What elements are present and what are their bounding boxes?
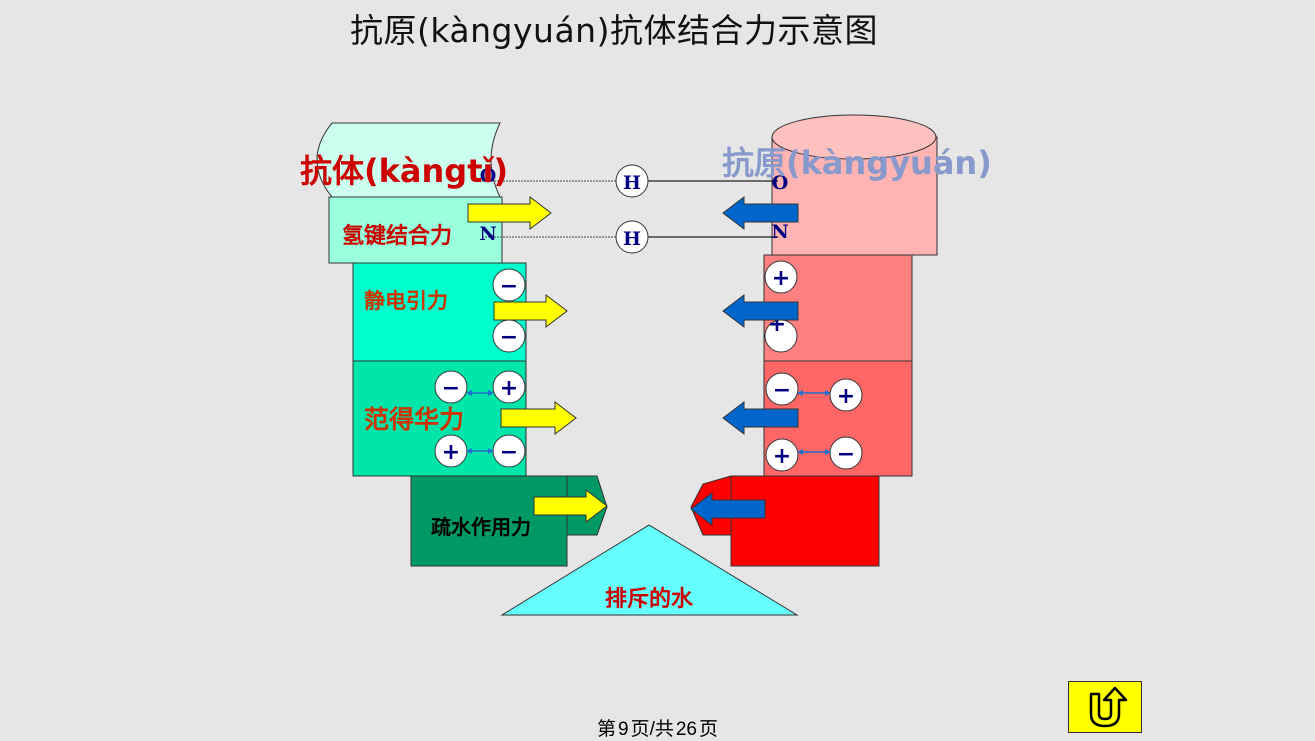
antigen-charge-sign: + (772, 266, 790, 291)
antibody-vdw-sign: − (500, 440, 518, 465)
antigen-vdw-sign: + (837, 384, 855, 409)
antibody-vdw-sign: + (500, 376, 518, 401)
antigen-n-atom: N (771, 221, 788, 243)
page-mid: 页/共 (631, 719, 674, 740)
antigen-vdw-sign: − (837, 442, 855, 467)
electrostatic-force-label: 静电引力 (364, 288, 448, 313)
antibody-charge-sign: − (500, 274, 518, 299)
page-number: 9 (618, 719, 629, 740)
antigen-label: 抗原(kàngyuán) (722, 144, 992, 182)
antigen-hydro-block (731, 476, 879, 566)
page-suffix: 页 (699, 719, 718, 740)
h-atom-label-1: H (623, 172, 641, 194)
antigen-vdw-sign: + (773, 444, 791, 469)
antibody-n-atom: N (479, 223, 496, 245)
antibody-vdw-sign: + (442, 440, 460, 465)
h-atom-label-2: H (623, 228, 641, 250)
antibody-label: 抗体(kàngtǐ) (300, 152, 508, 190)
antigen-structure (691, 115, 937, 566)
antibody-vdw-sign: − (442, 376, 460, 401)
water-label: 排斥的水 (605, 586, 694, 612)
hydrophobic-force-label: 疏水作用力 (431, 515, 531, 539)
vdw-force-label: 范得华力 (364, 405, 464, 434)
antigen-vdw-sign: − (773, 378, 791, 403)
page-total: 26 (676, 719, 697, 740)
antibody-charge-sign: − (500, 325, 518, 350)
hbond-force-label: 氢键结合力 (342, 223, 452, 249)
page-prefix: 第 (597, 719, 616, 740)
